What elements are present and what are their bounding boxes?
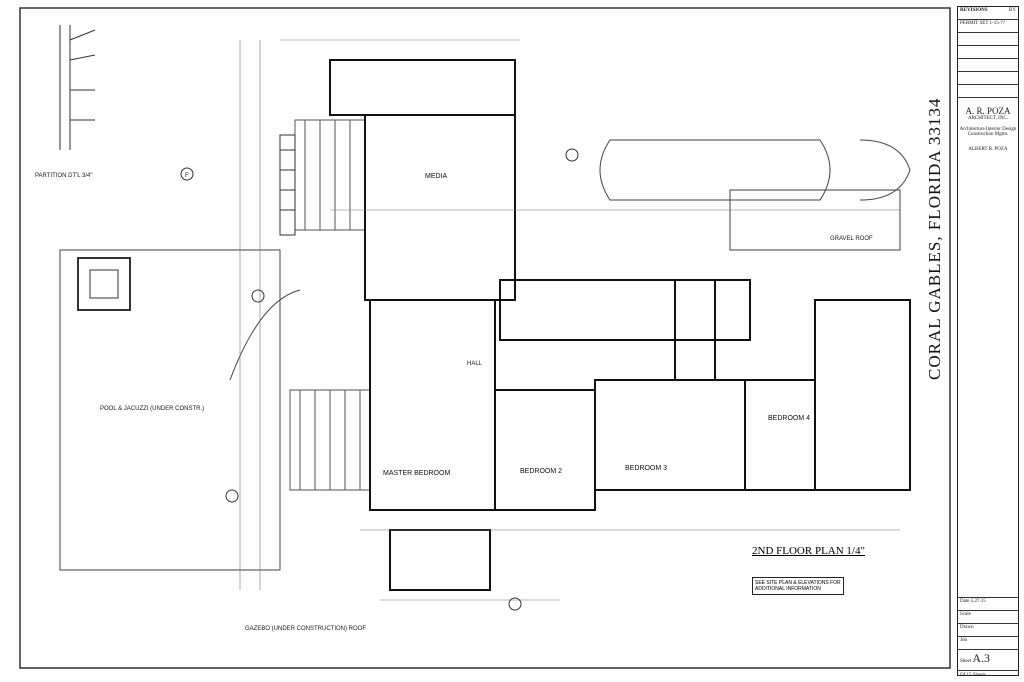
firm-name: A. R. POZA [965,106,1011,116]
by-label: BY [1009,8,1016,13]
jacuzzi [77,257,131,311]
gazebo-note: GAZEBO (UNDER CONSTRUCTION) ROOF [245,626,366,632]
room-label-bedroom2: BEDROOM 2 [520,468,562,475]
project-location: CORAL GABLES, FLORIDA 33134 [925,97,944,380]
pool-label: POOL & JACUZZI (UNDER CONSTR.) [100,406,204,412]
room-label-media: MEDIA [425,173,448,180]
architect-name: ALBERT R. POZA [968,147,1008,152]
room-label-hall: HALL [467,361,483,367]
drawn-label: Drawn [958,624,1018,637]
job-label: Job [958,637,1018,650]
firm-services: Architecture Interior Design Constructio… [959,127,1017,137]
room-label-bedroom3: BEDROOM 3 [625,465,667,472]
revision-1: PERMIT SET 1-15-?? [958,20,1018,33]
walls [329,59,911,591]
sheet-count: 15 [966,673,972,678]
plan-title: 2ND FLOOR PLAN 1/4" [752,545,865,557]
sheet-number: A.3 [972,651,991,665]
of-label: Of [960,673,966,678]
date-label: Date [960,599,970,604]
detail-tags [180,148,579,611]
firm-subtitle: ARCHITECT, INC. [967,116,1009,121]
upper-roof [599,139,911,251]
revisions-label: REVISIONS [960,8,988,13]
sheet-label: Sheet [960,659,972,664]
pergola-north [294,119,366,231]
wall-section-detail [59,25,96,150]
date-value: 5.27.15 [970,599,986,604]
partition-detail-title: PARTITION DT'L 3/4" [35,173,93,179]
title-block: REVISIONS BY PERMIT SET 1-15-?? A. R. PO… [957,6,1019,678]
detail-tag: F [185,173,189,179]
roof-label: GRAVEL ROOF [830,236,873,242]
scale-label: Scale [958,611,1018,624]
room-label-master: MASTER BEDROOM [383,470,450,477]
pool-outline [59,249,281,571]
room-label-bedroom4: BEDROOM 4 [768,415,810,422]
general-note: SEE SITE PLAN & ELEVATIONS FOR ADDITIONA… [752,577,844,595]
stair [279,134,296,236]
pergola-south [289,389,371,491]
sheets-label: Sheets [972,673,986,678]
dimension-lines [239,39,900,601]
sheet-border [19,7,951,669]
